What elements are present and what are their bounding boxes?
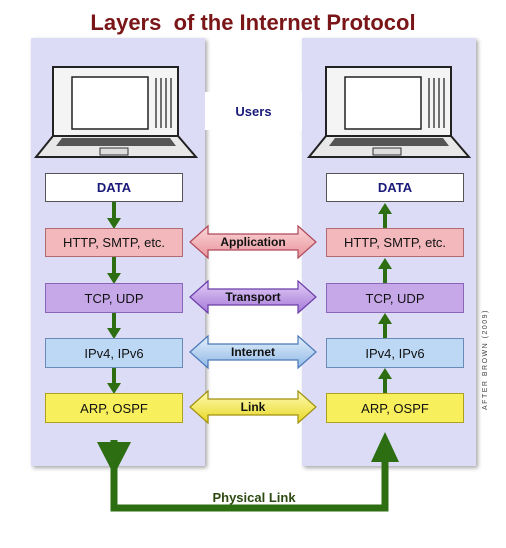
transport-label: Transport	[225, 290, 281, 304]
users-label: Users	[205, 92, 302, 130]
physical-link-path	[97, 432, 399, 512]
internet-arrow	[189, 334, 317, 370]
left-data-box: DATA	[45, 173, 183, 202]
right-link-box: ARP, OSPF	[326, 393, 464, 423]
physical-link-label: Physical Link	[212, 490, 296, 505]
diagram-title: Layers of the Internet Protocol	[90, 10, 416, 35]
right-transport-box: TCP, UDP	[326, 283, 464, 313]
right-data-box: DATA	[326, 173, 464, 202]
right-internet-box: IPv4, IPv6	[326, 338, 464, 368]
left-transport-box: TCP, UDP	[45, 283, 183, 313]
left-link-box: ARP, OSPF	[45, 393, 183, 423]
left-internet-box: IPv4, IPv6	[45, 338, 183, 368]
credit-text: AFTER BROWN (2009)	[482, 309, 489, 410]
right-up-arrows	[378, 203, 392, 394]
left-application-box: HTTP, SMTP, etc.	[45, 228, 183, 257]
link-label: Link	[240, 400, 266, 414]
application-arrow	[189, 224, 317, 260]
right-application-box: HTTP, SMTP, etc.	[326, 228, 464, 257]
link-arrow	[189, 389, 317, 425]
left-down-arrows	[107, 202, 121, 394]
laptop-icon	[306, 66, 472, 158]
internet-label: Internet	[230, 345, 275, 359]
application-label: Application	[220, 235, 286, 249]
transport-arrow	[189, 279, 317, 315]
laptop-icon	[33, 66, 199, 158]
